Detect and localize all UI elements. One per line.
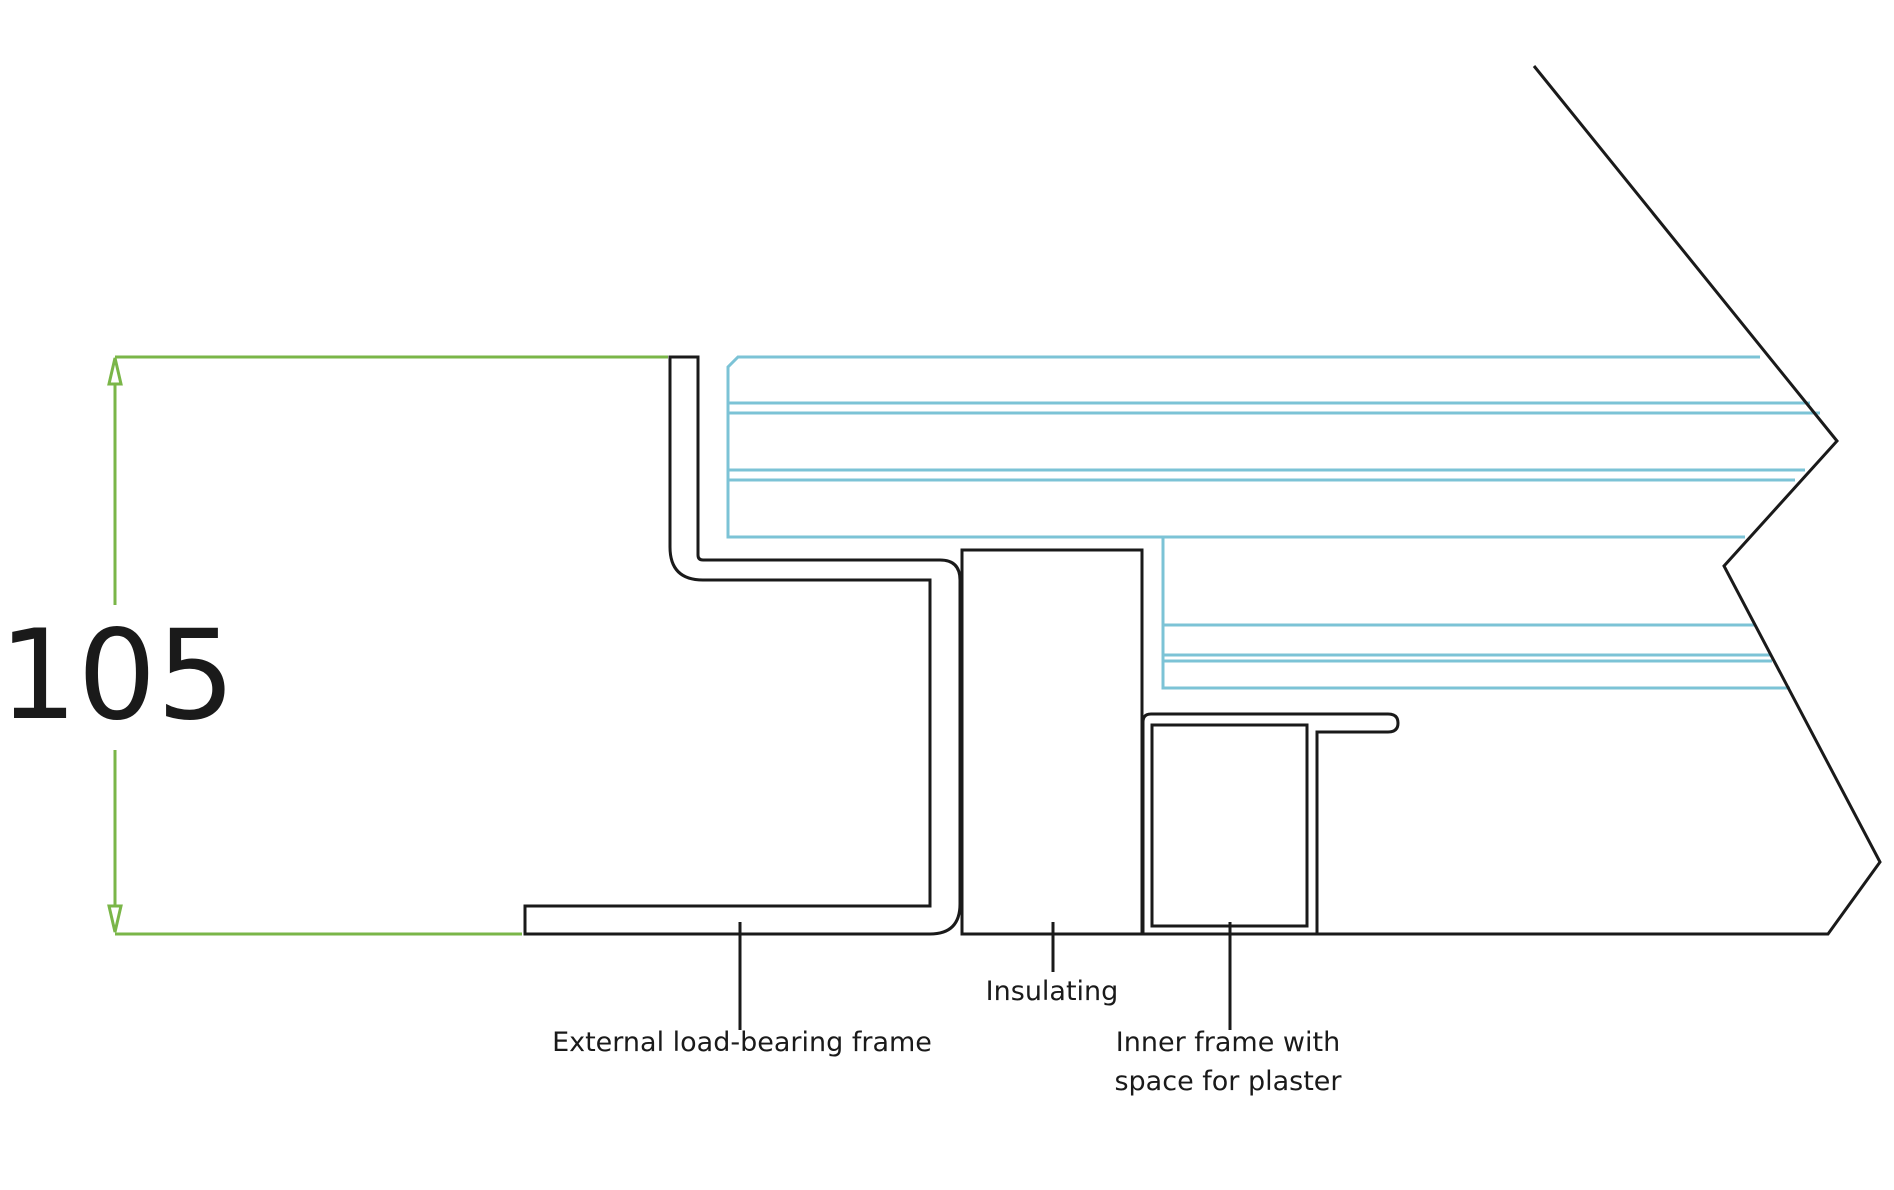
dimension-value: 105 [0,604,235,748]
dimension-105 [107,355,668,936]
label-inner-frame-line1: Inner frame with [1116,1027,1340,1058]
label-inner-frame-line2: space for plaster [1114,1066,1342,1097]
dimension-arrow-bottom [107,904,123,933]
inner-frame-inner-outline [1150,723,1309,928]
glazing-panel [726,355,1820,690]
glazing-pane-2 [728,468,1805,482]
inner-frame [1141,712,1400,936]
label-insulating: Insulating [986,976,1119,1007]
glazing-pane-1 [728,401,1820,415]
glazing-pane-3 [1163,623,1772,663]
dimension-arrow-top [107,357,123,386]
section-break-line [1305,65,1882,936]
glazing-upper-outline [726,355,1760,539]
external-load-bearing-frame [523,355,962,936]
leader-lines [738,922,1232,1030]
inner-frame-outer-outline [1141,712,1400,936]
external-frame-outer-outline [523,355,962,936]
label-external-frame: External load-bearing frame [552,1027,932,1058]
insulating-block [960,548,1144,936]
glazing-lower-outline [1161,537,1790,690]
